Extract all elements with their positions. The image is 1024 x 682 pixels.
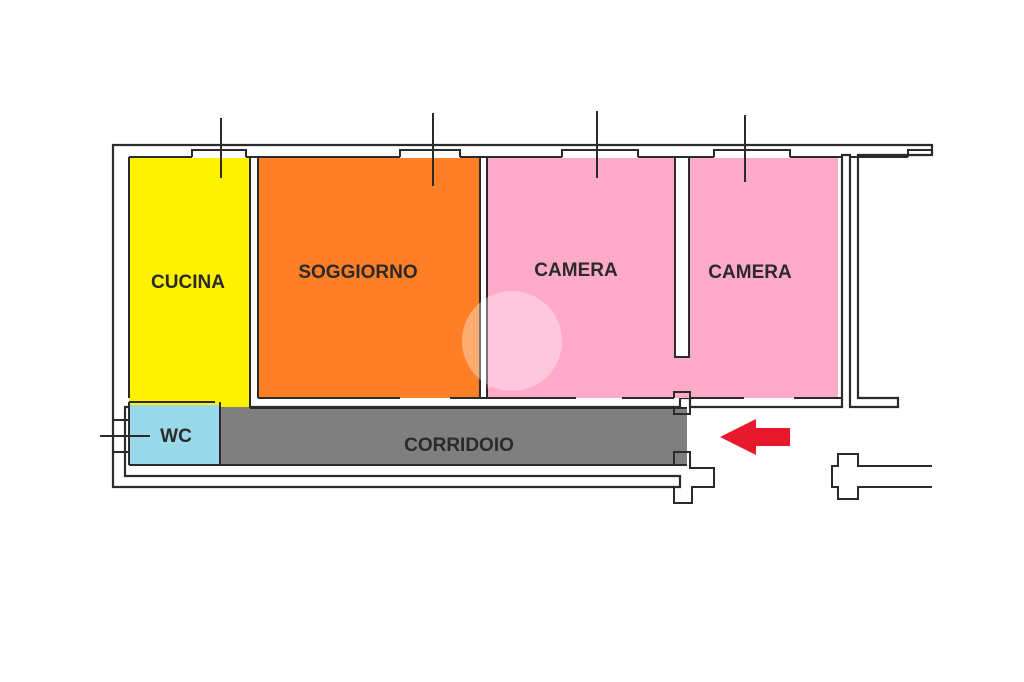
- interior-walls: [100, 111, 932, 504]
- room-cucina: [129, 158, 249, 408]
- room-camera-2: [690, 158, 838, 398]
- room-label-soggiorno: SOGGIORNO: [298, 262, 417, 283]
- room-label-corridoio: CORRIDOIO: [404, 435, 514, 456]
- entrance-arrow-icon: [720, 419, 790, 455]
- room-soggiorno: [259, 158, 479, 398]
- room-label-camera-2: CAMERA: [708, 262, 792, 283]
- room-label-camera-1: CAMERA: [534, 260, 618, 281]
- room-label-cucina: CUCINA: [151, 272, 225, 293]
- room-label-wc: WC: [160, 426, 192, 447]
- home-watermark-icon: [462, 291, 562, 391]
- room-corridoio: [220, 407, 687, 465]
